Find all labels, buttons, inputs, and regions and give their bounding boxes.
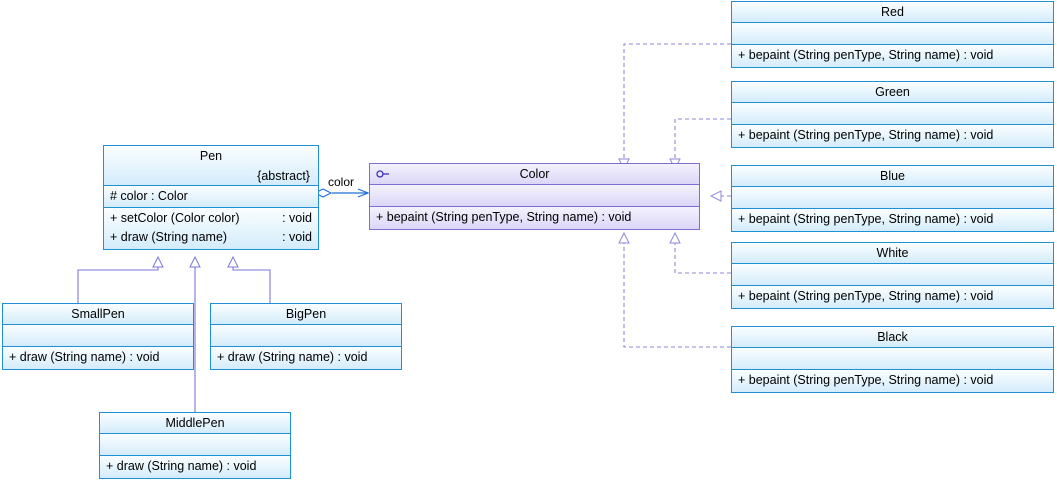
operation-signature: + setColor (Color color) xyxy=(110,211,240,225)
class-box-blue[interactable]: Blue + bepaint (String penType, String n… xyxy=(731,165,1054,232)
class-box-color[interactable]: Color + bepaint (String penType, String … xyxy=(369,163,700,230)
class-attributes-compartment-pen: # color : Color xyxy=(104,186,318,208)
class-attributes-compartment-green xyxy=(732,103,1053,125)
class-operations-compartment-green: + bepaint (String penType, String name) … xyxy=(732,125,1053,147)
operation-signature: + draw (String name) xyxy=(110,230,228,244)
class-operation-white-bepaint: + bepaint (String penType, String name) … xyxy=(738,289,994,303)
realization-green-color xyxy=(675,118,731,168)
class-name-compartment-white: White xyxy=(732,243,1053,264)
operation-return-type: : void xyxy=(282,230,312,244)
class-name-compartment-pen: Pen {abstract} xyxy=(104,146,318,186)
interface-lollipop-icon xyxy=(376,170,389,178)
class-operations-compartment-middlepen: + draw (String name) : void xyxy=(100,456,290,478)
class-attributes-compartment-middlepen xyxy=(100,434,290,456)
class-name-blue: Blue xyxy=(879,169,906,183)
class-box-white[interactable]: White + bepaint (String penType, String … xyxy=(731,242,1054,309)
class-name-compartment-blue: Blue xyxy=(732,166,1053,187)
class-attributes-compartment-black xyxy=(732,348,1053,370)
class-name-white: White xyxy=(876,246,909,260)
class-operation-pen-draw: + draw (String name) : void xyxy=(104,228,318,247)
generalization-smallpen-pen xyxy=(77,258,158,303)
class-name-smallpen: SmallPen xyxy=(71,307,125,321)
class-box-red[interactable]: Red + bepaint (String penType, String na… xyxy=(731,1,1054,68)
class-operations-compartment-red: + bepaint (String penType, String name) … xyxy=(732,45,1053,67)
realization-white-color xyxy=(675,234,731,274)
class-operations-compartment-white: + bepaint (String penType, String name) … xyxy=(732,286,1053,308)
class-attributes-compartment-blue xyxy=(732,187,1053,209)
class-name-middlepen: MiddlePen xyxy=(165,416,225,430)
class-name-red: Red xyxy=(881,5,904,19)
class-attributes-compartment-white xyxy=(732,264,1053,286)
class-operations-compartment-color: + bepaint (String penType, String name) … xyxy=(370,207,699,229)
class-operation-middlepen-draw: + draw (String name) : void xyxy=(106,459,257,473)
class-operations-compartment-blue: + bepaint (String penType, String name) … xyxy=(732,209,1053,231)
class-name-compartment-color: Color xyxy=(370,164,699,185)
class-attributes-compartment-bigpen xyxy=(211,325,401,347)
class-box-green[interactable]: Green + bepaint (String penType, String … xyxy=(731,81,1054,148)
realization-black-color xyxy=(624,234,731,348)
class-name-pen: Pen xyxy=(199,149,223,163)
class-name-green: Green xyxy=(875,85,910,99)
class-operations-compartment-smallpen: + draw (String name) : void xyxy=(3,347,193,369)
class-operation-color-bepaint: + bepaint (String penType, String name) … xyxy=(376,210,632,224)
class-box-pen[interactable]: Pen {abstract} # color : Color + setColo… xyxy=(103,145,319,250)
class-box-black[interactable]: Black + bepaint (String penType, String … xyxy=(731,326,1054,393)
generalization-bigpen-pen xyxy=(233,258,271,303)
class-operation-red-bepaint: + bepaint (String penType, String name) … xyxy=(738,48,994,62)
class-attributes-compartment-red xyxy=(732,23,1053,45)
class-name-compartment-red: Red xyxy=(732,2,1053,23)
class-name-compartment-black: Black xyxy=(732,327,1053,348)
class-stereotype-pen: {abstract} xyxy=(257,169,310,183)
class-operations-compartment-black: + bepaint (String penType, String name) … xyxy=(732,370,1053,392)
class-name-bigpen: BigPen xyxy=(285,307,327,321)
association-pen-color xyxy=(313,188,368,198)
realization-red-color xyxy=(624,43,731,168)
operation-return-type: : void xyxy=(282,211,312,225)
association-label-color: color xyxy=(328,175,355,189)
class-operation-bigpen-draw: + draw (String name) : void xyxy=(217,350,368,364)
class-name-compartment-smallpen: SmallPen xyxy=(3,304,193,325)
class-attributes-compartment-smallpen xyxy=(3,325,193,347)
class-operation-smallpen-draw: + draw (String name) : void xyxy=(9,350,160,364)
class-operations-compartment-bigpen: + draw (String name) : void xyxy=(211,347,401,369)
class-operation-pen-setcolor: + setColor (Color color) : void xyxy=(104,209,318,228)
class-operation-black-bepaint: + bepaint (String penType, String name) … xyxy=(738,373,994,387)
class-operations-compartment-pen: + setColor (Color color) : void + draw (… xyxy=(104,208,318,249)
class-attribute-pen-color: # color : Color xyxy=(110,189,188,203)
class-name-compartment-bigpen: BigPen xyxy=(211,304,401,325)
class-name-black: Black xyxy=(877,330,908,344)
class-operation-green-bepaint: + bepaint (String penType, String name) … xyxy=(738,128,994,142)
class-box-smallpen[interactable]: SmallPen + draw (String name) : void xyxy=(2,303,194,370)
class-box-bigpen[interactable]: BigPen + draw (String name) : void xyxy=(210,303,402,370)
class-name-compartment-green: Green xyxy=(732,82,1053,103)
class-operation-blue-bepaint: + bepaint (String penType, String name) … xyxy=(738,212,994,226)
class-name-compartment-middlepen: MiddlePen xyxy=(100,413,290,434)
class-box-middlepen[interactable]: MiddlePen + draw (String name) : void xyxy=(99,412,291,479)
class-attributes-compartment-color xyxy=(370,185,699,207)
class-name-color: Color xyxy=(519,167,550,181)
